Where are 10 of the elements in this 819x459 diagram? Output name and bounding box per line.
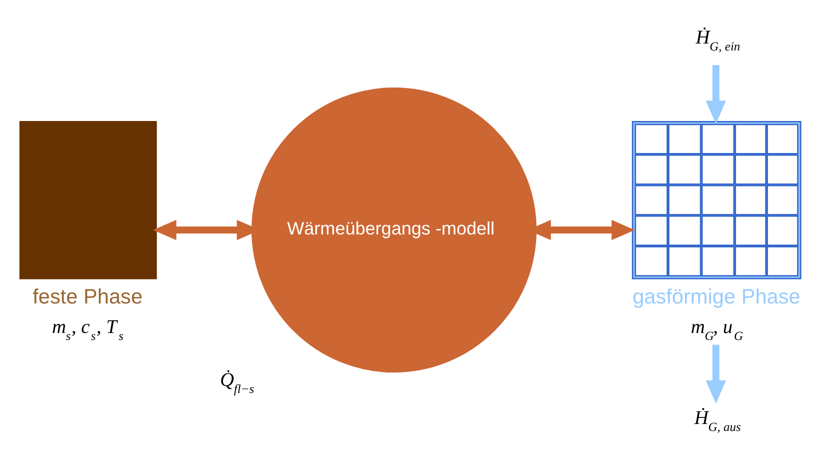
arrow <box>705 344 726 404</box>
node-label: m$_{G}$, u$_{G}$ <box>690 316 742 343</box>
node-text: Ḣ$_{G, ein}$ <box>695 27 740 54</box>
node-label: feste Phase <box>32 285 142 308</box>
node-text: Ḣ$_{G, aus}$ <box>694 407 740 434</box>
arrow <box>705 64 726 124</box>
node-label: Q̇$_{fl−s}$ <box>220 370 254 396</box>
node-label: m$_{s}$, c$_{s}$, T$_{s}$ <box>52 316 124 343</box>
node-circle: Wärmeübergangs -modell <box>251 86 536 372</box>
node-label: gasförmige Phase <box>632 285 800 308</box>
